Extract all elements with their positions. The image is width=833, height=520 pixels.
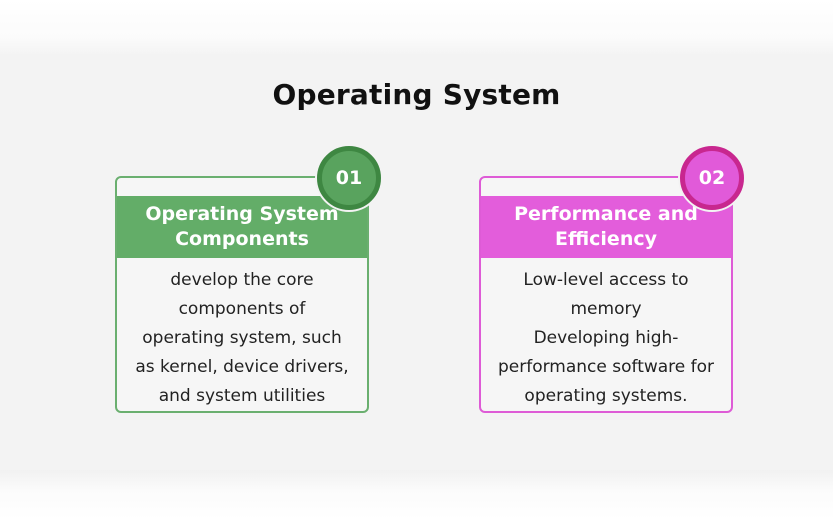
- card-heading: Performance and Efficiency: [481, 196, 731, 258]
- body-line: Developing high-: [533, 328, 679, 348]
- bottom-blur-band: [0, 470, 833, 520]
- number-badge-01: 01: [317, 146, 381, 210]
- body-line: develop the core: [170, 270, 314, 290]
- body-line: memory: [570, 299, 642, 319]
- heading-line: Components: [175, 228, 309, 250]
- card-heading: Operating System Components: [117, 196, 367, 258]
- card-os-components: Operating System Components develop the …: [115, 176, 369, 413]
- body-line: components of: [178, 299, 306, 319]
- body-line: operating systems.: [524, 386, 688, 406]
- body-line: performance software for: [497, 357, 715, 377]
- number-badge-02: 02: [680, 146, 744, 210]
- heading-line: Operating System: [145, 203, 339, 225]
- card-performance-efficiency: Performance and Efficiency Low-level acc…: [479, 176, 733, 413]
- top-blur-band: [0, 0, 833, 54]
- card-body: Low-level access to memory Developing hi…: [481, 266, 731, 411]
- slide: Operating System Operating System Compon…: [0, 54, 833, 470]
- body-line: Low-level access to: [523, 270, 689, 290]
- body-line: as kernel, device drivers,: [135, 357, 349, 377]
- heading-line: Efficiency: [554, 228, 657, 250]
- card-body: develop the core components of operating…: [117, 266, 367, 411]
- slide-title: Operating System: [272, 78, 561, 111]
- heading-line: Performance and: [514, 203, 698, 225]
- body-line: and system utilities: [158, 386, 326, 406]
- body-line: operating system, such: [142, 328, 342, 348]
